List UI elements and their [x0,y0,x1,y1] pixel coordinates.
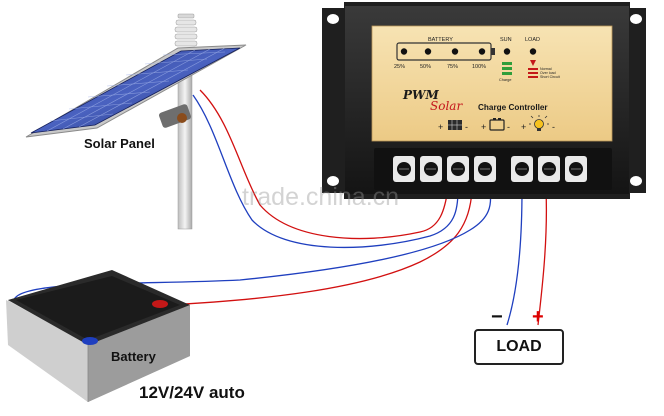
battery-icon [6,270,190,402]
battery-heading: BATTERY [428,37,453,43]
terminal-extra [565,156,587,182]
led-sun [503,48,511,55]
solar-panel-assembly [25,13,247,230]
controller-label-panel [371,25,613,142]
led-75 [451,48,459,55]
level-25: 25% [394,64,405,70]
terminal-load-plus [511,156,533,182]
load-legend-normal: Normal [540,67,552,71]
level-75: 75% [447,64,458,70]
mount-hole [327,14,339,24]
load-plus-sign: + [532,306,544,328]
battery-positive-wire [167,189,473,306]
sign-load-minus: - [552,122,555,132]
level-50: 50% [420,64,431,70]
bulb-icon [529,115,549,131]
terminal-pv-plus [393,156,415,182]
terminal-load-minus [538,156,560,182]
led-load [529,48,537,55]
terminal-pv-minus [420,156,442,182]
load-status-legend-icon [528,60,538,78]
mount-hole [327,176,339,186]
sign-bat-minus: - [507,122,510,132]
terminal-bat-plus [447,156,469,182]
sign-bat-plus: + [481,122,486,132]
sign-load-plus: + [521,122,526,132]
battery-label: Battery [111,349,156,364]
load-negative-wire [506,189,523,326]
title-rest: Charge Controller [478,103,548,112]
mount-hole [630,176,642,186]
terminals [393,156,587,182]
charge-controller: BATTERY SUN LOAD 25% 50% 75% 100% Charge… [322,2,646,199]
sign-pv-plus: + [438,122,443,132]
battery-negative-terminal [82,337,98,345]
watermark: trade.china.cn [242,183,400,211]
sign-pv-minus: - [465,122,468,132]
level-100: 100% [472,64,486,70]
battery-symbol-icon [489,118,505,131]
load-legend-overload: Over load [540,71,556,75]
title-pwm: PWM [402,88,440,102]
load-legend-short: Short Circuit [540,75,560,79]
battery-positive-terminal [152,300,168,308]
solar-panel-icon [25,44,247,138]
led-100 [478,48,486,55]
panel-symbol-icon [448,120,462,130]
led-50 [424,48,432,55]
pv-positive-wire [199,89,449,240]
led-25 [400,48,408,55]
load-heading: LOAD [525,37,540,43]
charge-label: Charge [499,78,511,82]
load-box: LOAD [474,329,564,365]
charge-indicator-icon [502,62,512,75]
terminal-bat-minus [474,156,496,182]
sun-heading: SUN [500,37,512,43]
solar-panel-label: Solar Panel [84,136,155,151]
pv-negative-wire [192,94,459,249]
load-label: LOAD [496,338,542,355]
title-solar: Solar [430,99,463,113]
load-minus-sign: − [491,306,503,328]
voltage-label: 12V/24V auto [139,383,245,402]
load-positive-wire [537,189,548,326]
mount-hole [630,14,642,24]
